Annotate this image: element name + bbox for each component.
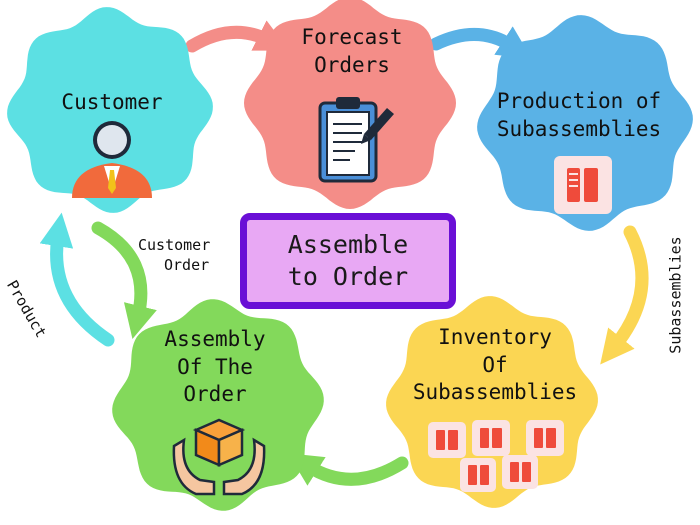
center-title-line-2: to Order <box>287 262 409 291</box>
arrow-customer-to-forecast <box>185 20 290 53</box>
assemble-to-order-box: Assemble to Order <box>240 213 456 309</box>
customer-label: Customer <box>61 90 163 114</box>
production-label: Production of Subassemblies <box>496 89 662 141</box>
customer-node <box>7 7 213 213</box>
forecast-orders-label: Forecast Orders <box>301 25 403 77</box>
inventory-label: Inventory Of Subassemblies <box>412 325 578 405</box>
production-node <box>477 15 693 231</box>
subassemblies-label: Subassemblies <box>666 236 685 354</box>
arrow-assembly-to-customer <box>39 212 115 347</box>
customer-order-label: Customer Order <box>138 236 211 274</box>
document-icon <box>554 156 612 214</box>
arrow-inventory-to-assembly <box>288 453 409 486</box>
assembly-label: Assembly Of The Order <box>164 327 266 407</box>
person-icon <box>72 121 152 198</box>
assembly-node <box>112 299 324 511</box>
package-in-hands-icon <box>172 418 266 496</box>
clipboard-icon <box>318 97 394 183</box>
arrow-production-to-inventory <box>600 225 649 365</box>
document-stack-icon <box>428 420 564 492</box>
arrow-forecast-to-production <box>429 26 532 59</box>
center-title-line-1: Assemble <box>287 229 409 259</box>
arrow-customer-to-assembly <box>91 221 157 340</box>
